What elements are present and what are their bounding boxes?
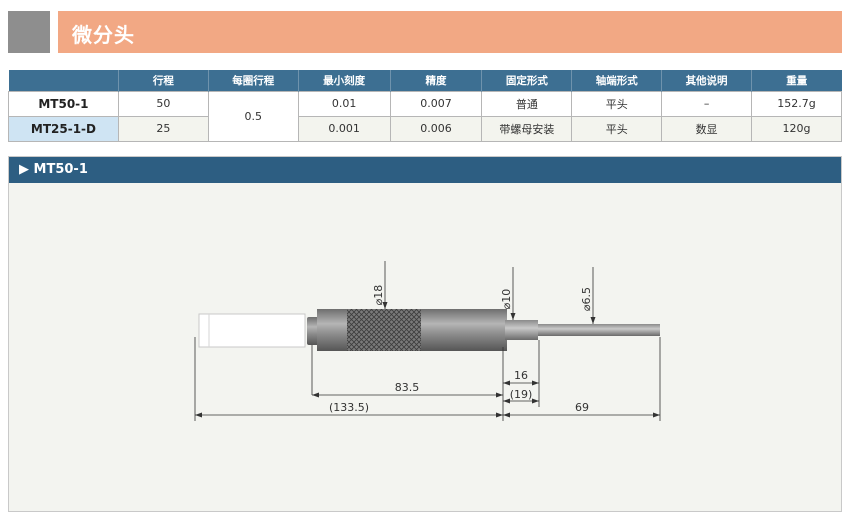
model-cell: MT50-1 [8,90,119,117]
header-cell: 最小刻度 [298,70,391,91]
knurled-ring [347,309,423,351]
spec-table: 行程 每圈行程 最小刻度 精度 固定形式 轴端形式 其他说明 重量 MT50-1… [8,70,842,142]
stroke-cell: 25 [117,115,209,142]
accuracy-cell: 0.007 [389,90,483,117]
spindle [538,324,660,336]
dimension-lines [194,261,661,421]
header-cell: 行程 [118,70,209,91]
min-scale-cell: 0.001 [297,115,391,142]
model-cell: MT25-1-D [8,115,119,142]
table-row: MT50-1 50 0.5 0.01 0.007 普通 平头 – 152.7g [8,90,842,142]
dimension-arrows [195,302,660,418]
play-triangle-icon: ▶ [19,162,34,177]
dim-19: (19) [510,388,533,401]
title-square-icon [8,11,50,53]
feed-cell: 0.5 [207,90,299,142]
header-cell [8,70,119,91]
dim-1335: (133.5) [329,401,369,414]
weight-cell: 152.7g [751,90,842,117]
weight-cell: 120g [751,115,842,142]
dim-d18: ⌀18 [372,285,385,306]
dim-835: 83.5 [395,381,420,394]
thimble-end [307,317,319,345]
micrometer-drawing: ⌀18 ⌀10 ⌀6.5 16 83.5 (19) (133.5) 69 [194,261,661,421]
stroke-cell: 50 [117,90,209,117]
stem [505,320,538,340]
dim-d10: ⌀10 [500,289,513,310]
spindle-end-cell: 平头 [571,115,663,142]
header-cell: 精度 [390,70,483,91]
title-band: 微分头 [58,11,842,53]
sleeve [421,309,507,351]
ghost-extension [198,313,306,348]
header-cell: 固定形式 [481,70,573,91]
panel-title-label: MT50-1 [33,162,88,177]
note-cell: – [661,90,752,117]
panel-header: ▶ MT50-1 [9,157,841,183]
dim-d65: ⌀6.5 [580,287,593,311]
dim-69: 69 [575,401,589,414]
thimble [317,309,349,351]
table-header-row: 行程 每圈行程 最小刻度 精度 固定形式 轴端形式 其他说明 重量 [8,70,842,91]
drawing-panel: ▶ MT50-1 [8,156,842,512]
header-cell: 重量 [751,70,842,91]
header-cell: 其他说明 [661,70,752,91]
panel-title: ▶ MT50-1 [19,162,88,177]
dimension-labels: ⌀18 ⌀10 ⌀6.5 16 83.5 (19) (133.5) 69 [329,285,593,414]
header-cell: 每圈行程 [208,70,299,91]
page-title: 微分头 [72,23,135,47]
mount-cell: 带螺母安装 [481,115,573,142]
accuracy-cell: 0.006 [389,115,483,142]
mount-cell: 普通 [481,90,573,117]
title-bar: 微分头 [8,11,842,53]
dim-16: 16 [514,369,528,382]
table-row: MT25-1-D 25 0.001 0.006 带螺母安装 平头 数显 120g [8,115,842,142]
spindle-end-cell: 平头 [571,90,663,117]
note-cell: 数显 [661,115,752,142]
header-cell: 轴端形式 [571,70,663,91]
min-scale-cell: 0.01 [297,90,391,117]
